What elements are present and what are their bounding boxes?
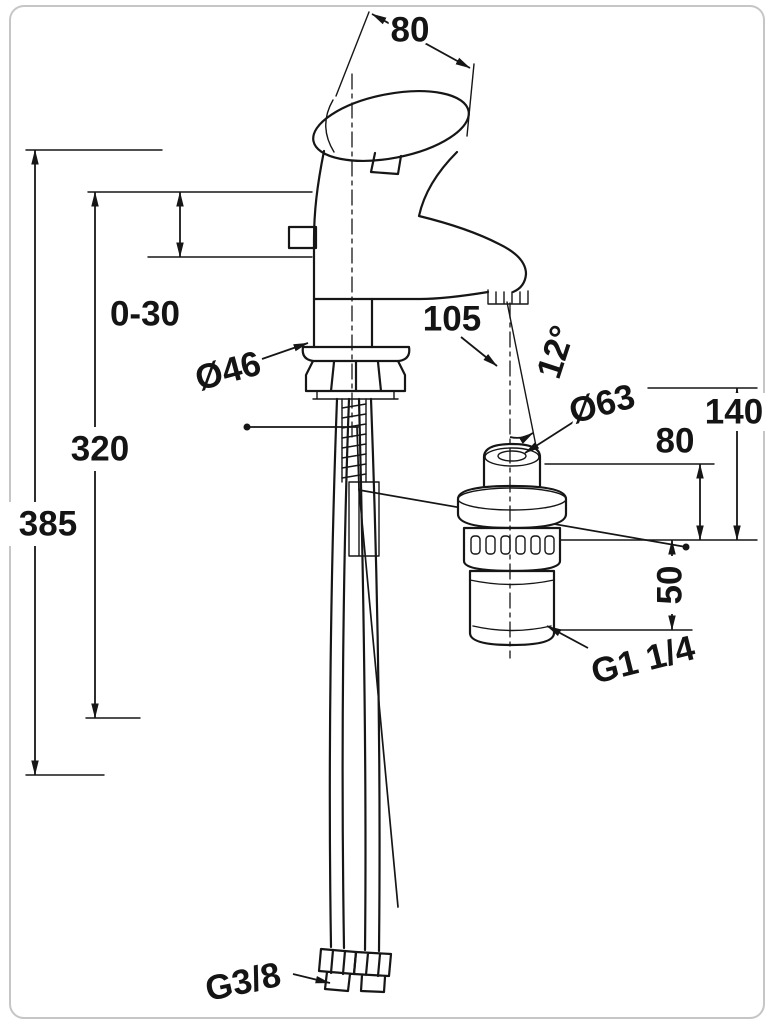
dim-label-105: 105 xyxy=(423,300,481,339)
spout-aerator xyxy=(487,289,529,305)
stream-angled-line xyxy=(506,301,537,447)
label-mask-140 xyxy=(703,393,765,431)
dim-label-dia46: Ø46 xyxy=(191,344,265,399)
dim-label-50: 50 xyxy=(651,566,690,605)
supply-hoses xyxy=(317,397,393,994)
dim-label-320: 320 xyxy=(71,430,129,469)
angle-arc xyxy=(509,432,534,444)
body-left-edge xyxy=(312,149,326,349)
spout-top-edge xyxy=(417,150,528,276)
lever-handle xyxy=(312,90,470,162)
hose-nut-left xyxy=(317,947,358,993)
drain-knob-cap xyxy=(497,450,527,462)
leader-dia46 xyxy=(261,342,309,360)
drain-seam-lower xyxy=(472,625,552,632)
leader-g114 xyxy=(546,625,589,649)
dim-label-dia63: Ø63 xyxy=(565,377,639,432)
drain-slot xyxy=(485,535,496,555)
mounting-bracket xyxy=(348,481,380,557)
dim-line-lever-80 xyxy=(371,13,471,69)
dim-label-12deg: 12° xyxy=(529,321,582,383)
shank-threads xyxy=(341,403,367,479)
drain-slot xyxy=(530,535,541,555)
dim-label-0-30: 0-30 xyxy=(110,295,180,334)
spout-underside xyxy=(312,290,490,301)
drain-assembly xyxy=(456,442,568,647)
faucet-drawing xyxy=(287,73,529,557)
dimension-annotations: 80 0-30 Ø46 105 12° Ø63 140 80 385 320 5… xyxy=(8,7,767,1012)
lever-cap-detail xyxy=(325,99,335,153)
leader-105 xyxy=(460,336,498,367)
drain-flange-rim xyxy=(457,487,567,511)
label-mask-320 xyxy=(57,427,145,471)
drain-flange xyxy=(456,484,568,530)
ext-line-lever-left xyxy=(335,11,370,97)
drain-slot xyxy=(470,535,481,555)
label-mask-50 xyxy=(651,556,689,614)
rod-clevis-end xyxy=(682,543,690,551)
dim-label-140: 140 xyxy=(705,393,763,432)
drain-slot xyxy=(544,535,555,555)
base-nut xyxy=(304,359,407,393)
leader-dia63 xyxy=(524,420,576,454)
drain-knob-rim xyxy=(484,447,540,467)
hose-nut-right xyxy=(352,950,393,994)
drawing-border xyxy=(9,5,765,1019)
drain-slot xyxy=(515,535,526,555)
hose-left xyxy=(328,397,351,950)
dim-label-385: 385 xyxy=(19,505,77,544)
lever-hinge-tab xyxy=(369,151,403,176)
base-flange xyxy=(301,345,411,363)
body-side-tab xyxy=(287,225,318,250)
dim-label-lever-80: 80 xyxy=(391,11,430,50)
label-mask-385 xyxy=(8,502,90,546)
hose-right xyxy=(357,397,381,953)
drain-seam-upper xyxy=(469,579,555,586)
dim-label-g38: G3/8 xyxy=(202,955,284,1009)
rod-horizontal xyxy=(246,426,360,490)
ext-line-lever-right xyxy=(466,63,475,137)
dim-label-80-right: 80 xyxy=(656,422,695,461)
dim-label-g114: G1 1/4 xyxy=(587,628,699,691)
spout-tip xyxy=(511,272,528,294)
base-washer xyxy=(312,390,399,400)
leader-g38 xyxy=(292,973,331,984)
